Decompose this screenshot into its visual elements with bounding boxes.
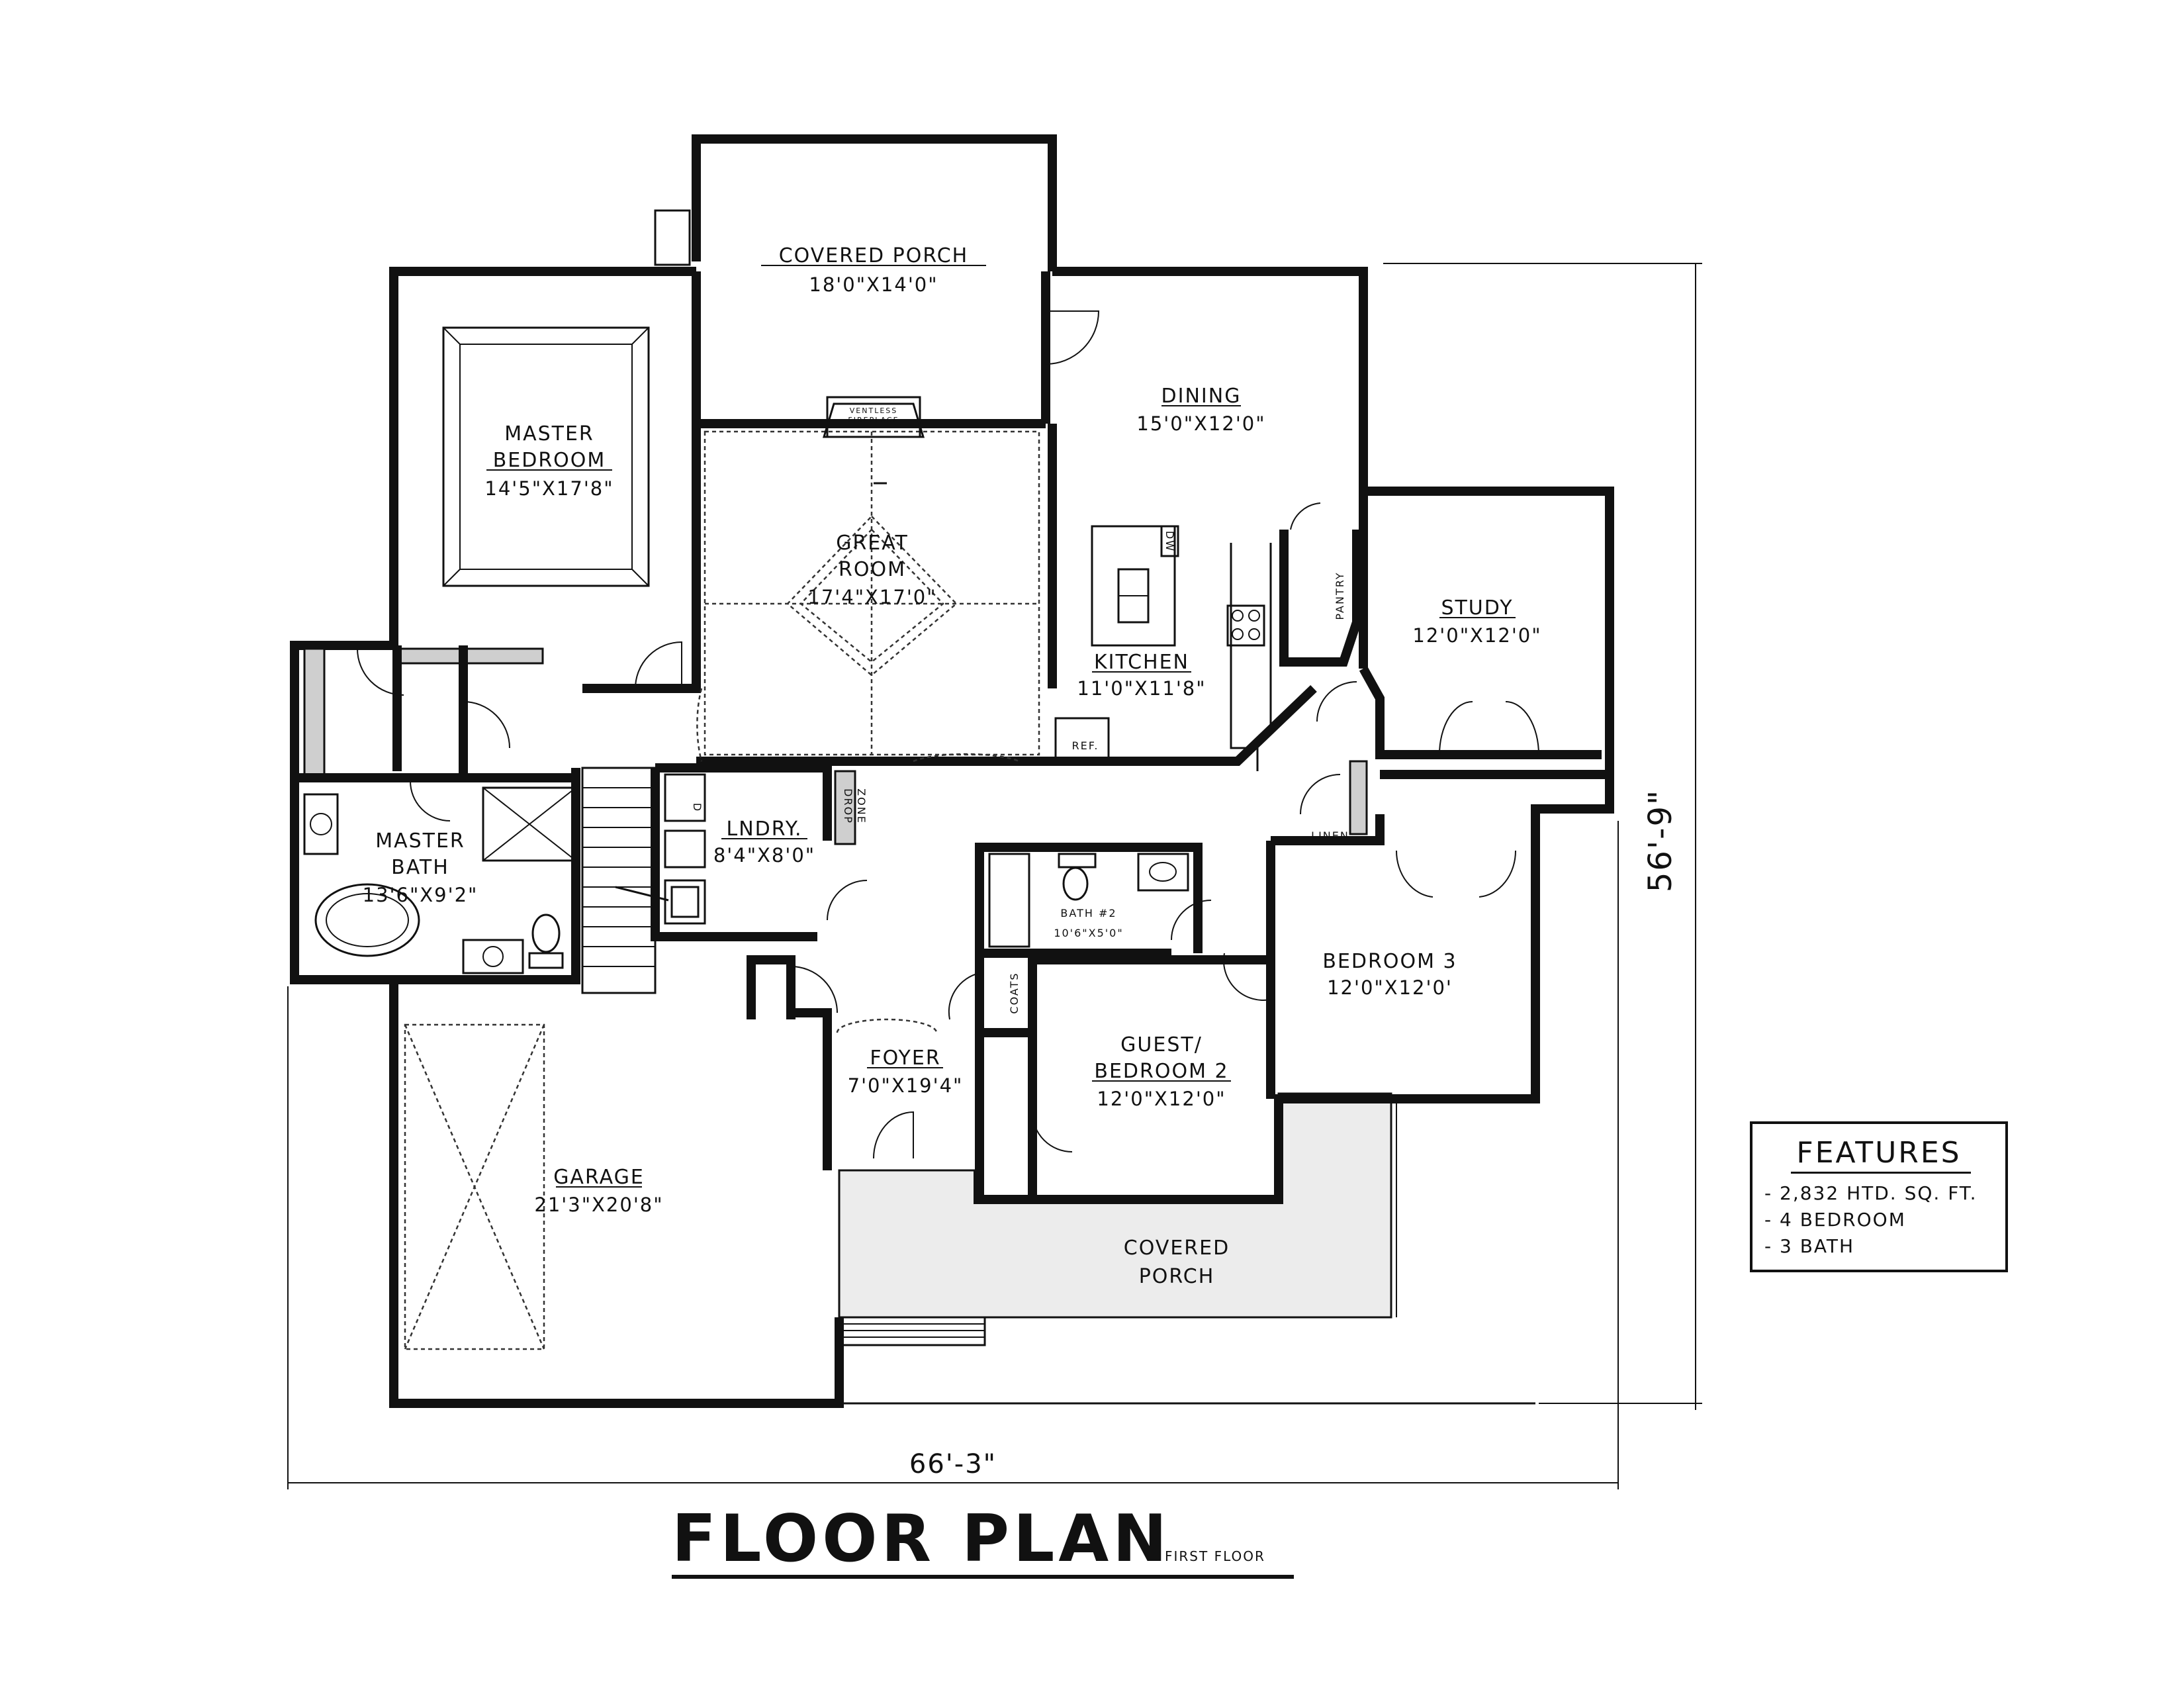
kitchen-label: KITCHEN <box>1094 651 1189 674</box>
front-porch-area <box>839 1094 1391 1317</box>
features-box: FEATURES - 2,832 HTD. SQ. FT. - 4 BEDROO… <box>1750 1121 2008 1272</box>
bedroom-3-size: 12'0"X12'0' <box>1327 976 1453 999</box>
laundry <box>651 763 868 941</box>
coats-label: COATS <box>1008 972 1021 1013</box>
drop-zone-label-2: ZONE <box>855 788 868 824</box>
exterior-wall-east <box>974 267 1614 1204</box>
study-size: 12'0"X12'0" <box>1412 624 1541 647</box>
depth-dimension: 56'-9" <box>1642 789 1679 892</box>
front-steps <box>838 1316 986 1346</box>
great-room-label-1: GREAT <box>836 532 909 555</box>
guest-bedroom-label-1: GUEST/ <box>1120 1033 1203 1056</box>
garage-size: 21'3"X20'8" <box>534 1194 663 1216</box>
dryer-label: D <box>691 803 704 812</box>
master-bath <box>295 645 580 984</box>
dining-size: 15'0"X12'0" <box>1136 412 1265 435</box>
master-bedroom-label-2: BEDROOM <box>493 449 606 472</box>
master-bedroom <box>442 271 701 693</box>
kitchen-dining <box>1039 310 1361 771</box>
dimension-lines <box>287 263 1702 1489</box>
foyer-size: 7'0"X19'4" <box>848 1074 964 1097</box>
bath-2 <box>975 843 1212 958</box>
rear-porch-label: COVERED PORCH <box>779 244 969 267</box>
bath-2-size: 10'6"X5'0" <box>1054 927 1123 939</box>
floor-plan-title: FLOOR PLAN <box>672 1501 1171 1577</box>
front-porch-label-2: PORCH <box>1139 1265 1215 1288</box>
guest-bedroom-size: 12'0"X12'0" <box>1097 1088 1226 1110</box>
study <box>1316 491 1608 779</box>
dining-label: DINING <box>1161 385 1242 408</box>
feature-item: - 3 BATH <box>1764 1235 1855 1257</box>
bath-2-label: BATH #2 <box>1060 907 1116 919</box>
dishwasher-label: DW <box>1163 531 1176 552</box>
features-title: FEATURES <box>1796 1136 1962 1170</box>
master-bath-label-2: BATH <box>391 856 449 879</box>
rear-porch-size: 18'0"X14'0" <box>809 273 938 296</box>
great-room-label-2: ROOM <box>839 558 906 581</box>
guest-bedroom-label-2: BEDROOM 2 <box>1094 1060 1228 1083</box>
great-room-size: 17'4"X17'0" <box>807 586 936 608</box>
foyer-label: FOYER <box>870 1047 940 1070</box>
front-porch-label-1: COVERED <box>1124 1237 1230 1260</box>
linen-label: LINEN <box>1311 829 1349 842</box>
rear-covered-porch <box>654 134 1057 271</box>
floor-plan-subtitle: FIRST FLOOR <box>1165 1548 1265 1564</box>
laundry-size: 8'4"X8'0" <box>713 844 815 867</box>
master-bath-size: 13'6"X9'2" <box>363 884 478 906</box>
drop-zone-label-1: DROP <box>842 788 854 824</box>
garage-label: GARAGE <box>553 1166 645 1189</box>
bedroom-3-label: BEDROOM 3 <box>1322 950 1457 973</box>
great-room <box>696 271 1050 766</box>
feature-item: - 4 BEDROOM <box>1764 1209 1906 1231</box>
master-bath-label-1: MASTER <box>375 829 465 853</box>
study-label: STUDY <box>1441 596 1513 620</box>
bedroom-3 <box>1222 760 1517 1002</box>
kitchen-size: 11'0"X11'8" <box>1077 677 1206 700</box>
fireplace-label-1: VENTLESS <box>850 406 897 415</box>
features-underline <box>1791 1172 1971 1174</box>
foyer-garage <box>389 955 938 1403</box>
fireplace-label-2: FIREPLACE <box>848 416 899 424</box>
master-bedroom-size: 14'5"X17'8" <box>484 477 614 500</box>
ref-label: REF. <box>1072 739 1099 752</box>
laundry-label: LNDRY. <box>727 818 803 841</box>
pantry-label: PANTRY <box>1334 571 1346 620</box>
master-bedroom-label-1: MASTER <box>504 422 594 445</box>
width-dimension: 66'-3" <box>909 1449 997 1479</box>
feature-item: - 2,832 HTD. SQ. FT. <box>1764 1182 1978 1204</box>
